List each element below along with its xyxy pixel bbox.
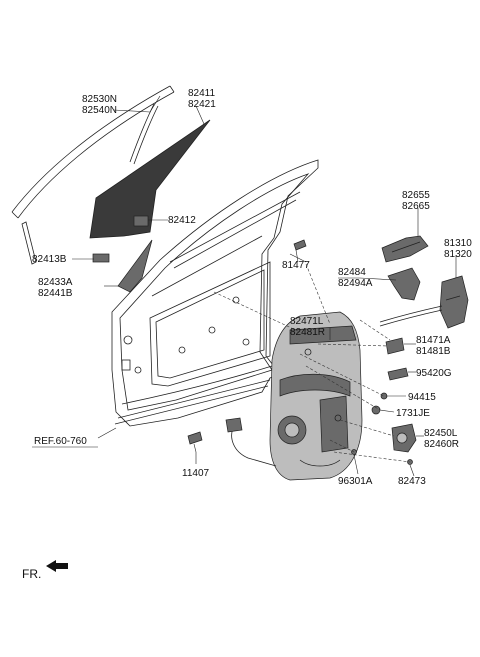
label-82473: 82473 <box>398 476 426 487</box>
label-1731JE: 1731JE <box>396 408 430 419</box>
label-81310: 81310 <box>444 238 472 249</box>
handle-bracket <box>387 267 421 301</box>
label-82530N: 82530N <box>82 94 117 105</box>
door-glass <box>89 119 211 239</box>
label-82471L: 82471L <box>290 316 324 327</box>
label-82411: 82411 <box>188 88 216 99</box>
label-82460R: 82460R <box>424 439 459 450</box>
label-82481R: 82481R <box>290 327 325 338</box>
door-inner-panel <box>111 159 319 427</box>
reference-label: REF.60-760 <box>32 436 98 448</box>
label-82450L: 82450L <box>424 428 458 439</box>
label-82413B: 82413B <box>32 254 67 265</box>
label-82484: 82484 <box>338 267 366 278</box>
label-82433A: 82433A <box>38 277 73 288</box>
door-latch <box>379 275 469 329</box>
assembly-dash-lines <box>213 263 411 463</box>
label-81471A: 81471A <box>416 335 451 346</box>
label-82412: 82412 <box>168 215 196 226</box>
label-82441B: 82441B <box>38 288 73 299</box>
cable-holder <box>387 367 409 381</box>
part-labels: 82530N 82540N 82411 82421 82412 82413B 8… <box>32 88 472 487</box>
label-ref: REF.60-760 <box>34 436 87 447</box>
outside-handle <box>381 235 429 263</box>
label-11407: 11407 <box>182 468 210 479</box>
label-82540N: 82540N <box>82 105 117 116</box>
label-81481B: 81481B <box>416 346 451 357</box>
wiring-harness <box>225 417 277 467</box>
label-96301A: 96301A <box>338 476 373 487</box>
label-81477: 81477 <box>282 260 310 271</box>
label-82655: 82655 <box>402 190 430 201</box>
regulator-motor <box>391 423 417 453</box>
leader-lines <box>72 95 457 477</box>
label-81320: 81320 <box>444 249 472 260</box>
front-label: FR. <box>22 567 41 581</box>
bolt-11407 <box>187 431 203 453</box>
front-arrow-icon <box>46 560 68 572</box>
label-95420G: 95420G <box>416 368 452 379</box>
label-82665: 82665 <box>402 201 430 212</box>
window-weatherstrip <box>11 85 175 265</box>
front-indicator: FR. <box>22 560 68 581</box>
glass-retainer <box>92 253 110 263</box>
delta-cover <box>117 239 153 293</box>
rod-clip <box>385 337 405 355</box>
bolt-81477 <box>293 239 307 263</box>
label-94415: 94415 <box>408 392 436 403</box>
label-82421: 82421 <box>188 99 216 110</box>
glass-clip <box>133 215 149 227</box>
label-82494A: 82494A <box>338 278 373 289</box>
window-regulator <box>269 311 363 481</box>
plug <box>371 405 381 415</box>
